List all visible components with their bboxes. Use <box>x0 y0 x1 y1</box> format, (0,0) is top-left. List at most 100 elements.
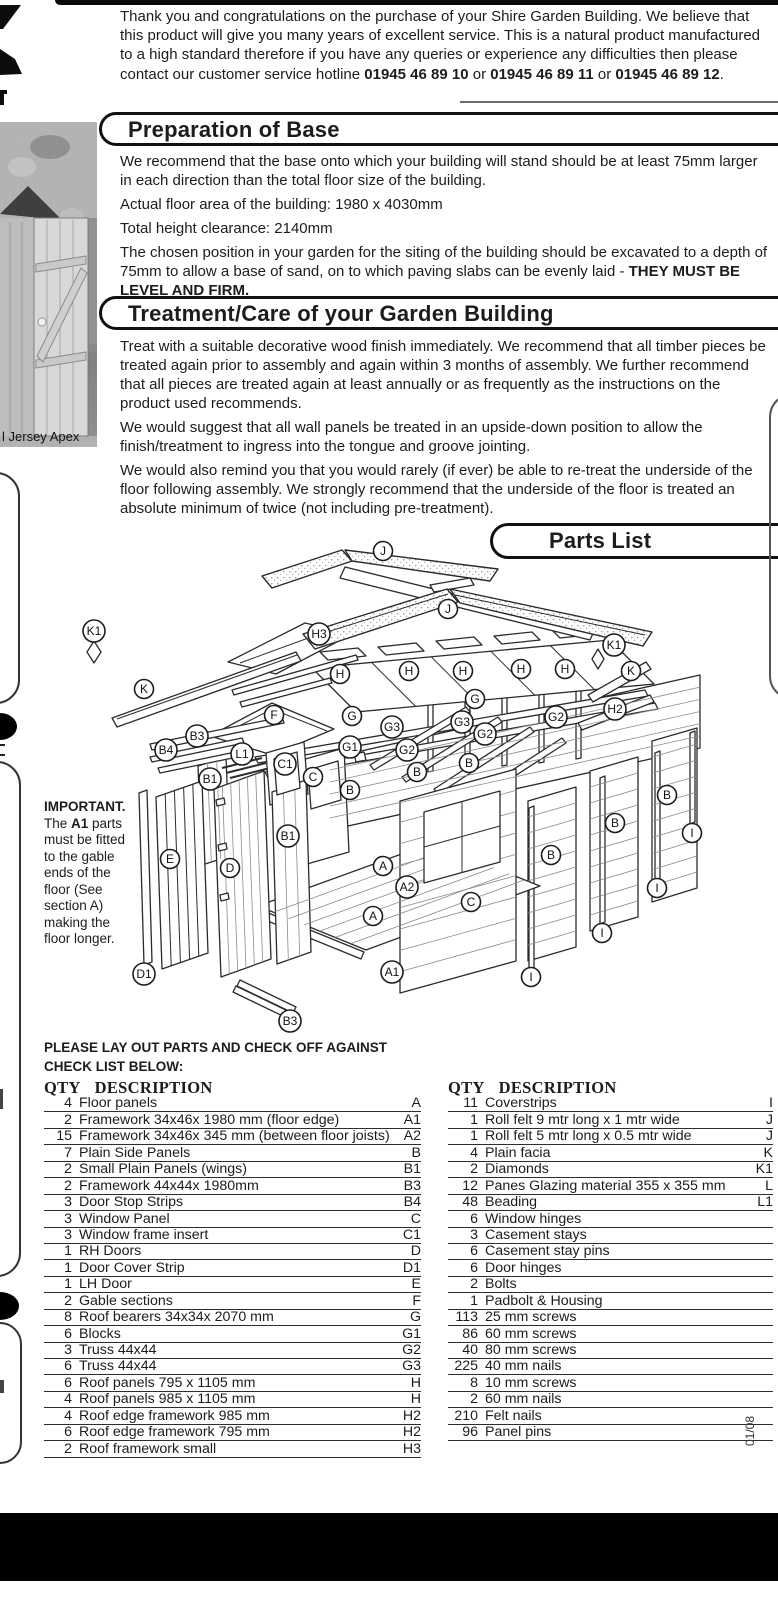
part-label-B1: B1 <box>276 824 300 848</box>
part-label-L1: L1 <box>230 742 254 766</box>
cell-desc: 60 mm nails <box>485 1392 562 1408</box>
cell-desc: Diamonds <box>485 1162 549 1178</box>
text-run: 01945 46 89 10 <box>364 65 469 83</box>
svg-text:L1: L1 <box>235 747 249 761</box>
cell-qty: 2 <box>470 1161 478 1178</box>
svg-text:C: C <box>467 895 476 909</box>
text-run: Actual floor area of the building: 1980 … <box>120 196 443 213</box>
part-label-I: I <box>520 966 542 988</box>
part-label-G: G <box>464 688 486 710</box>
part-label-A1: A1 <box>380 960 404 984</box>
parts-list-title: Parts List <box>549 528 652 553</box>
page-edge-bullet <box>0 713 17 740</box>
cell-qty: 7 <box>64 1144 72 1161</box>
cell-code: G <box>409 1309 421 1326</box>
part-label-E: E <box>159 848 181 870</box>
qty-header: QTY <box>448 1078 485 1097</box>
cell-desc: Casement stays <box>485 1227 587 1243</box>
cell-desc: 80 mm screws <box>485 1343 577 1358</box>
cell-code: D1 <box>402 1259 421 1276</box>
cell-qty: 6 <box>470 1259 478 1276</box>
part-label-H: H <box>510 658 532 680</box>
svg-text:I: I <box>600 926 603 940</box>
cell-qty: 2 <box>64 1292 72 1309</box>
text-run: floor longer. <box>44 931 115 946</box>
cell-desc: Panes Glazing material 355 x 355 mm <box>485 1178 726 1194</box>
cell-qty: 6 <box>64 1374 72 1391</box>
part-label-I: I <box>591 922 613 944</box>
cell-qty: 3 <box>64 1226 72 1243</box>
text-run: We recommend that the base onto which yo… <box>120 153 758 189</box>
shed-photo <box>0 122 97 447</box>
svg-text:B: B <box>611 816 619 830</box>
check-note-line2: CHECK LIST BELOW: <box>44 1059 184 1074</box>
part-label-H: H <box>398 660 420 682</box>
cell-desc: Roll felt 5 mtr long x 0.5 mtr wide <box>485 1129 692 1145</box>
text-run: . <box>719 65 724 83</box>
part-label-I: I <box>646 877 668 899</box>
cell-code: E <box>411 1276 421 1293</box>
cell-desc: Roll felt 9 mtr long x 1 mtr wide <box>485 1112 680 1128</box>
part-label-F: F <box>263 704 285 726</box>
cell-qty: 113 <box>455 1309 478 1326</box>
intro-paragraph: Thank you and congratulations on the pur… <box>120 7 762 84</box>
cell-desc: LH Door <box>79 1277 132 1293</box>
cell-qty: 40 <box>462 1342 478 1358</box>
text-run: Treat with a suitable decorative wood fi… <box>120 338 766 412</box>
svg-text:D: D <box>226 861 235 875</box>
cell-desc: Roof edge framework 985 mm <box>79 1408 270 1424</box>
photo-caption: l Jersey Apex <box>2 429 122 444</box>
cell-code: C1 <box>402 1226 421 1243</box>
svg-text:H: H <box>459 664 468 678</box>
part-label-D1: D1 <box>132 962 156 986</box>
text-run: or <box>468 65 491 83</box>
cell-qty: 2 <box>470 1276 478 1293</box>
part-label-H: H <box>329 663 351 685</box>
page-edge-text-fragment <box>0 1089 3 1109</box>
cell-qty: 1 <box>64 1243 72 1260</box>
page-edge-text-fragment <box>0 1380 4 1393</box>
cell-desc: Panel pins <box>485 1425 552 1441</box>
part-label-B: B <box>458 752 480 774</box>
svg-text:G3: G3 <box>384 720 400 734</box>
text-run: 01945 46 89 11 <box>490 65 594 83</box>
cell-qty: 4 <box>64 1095 72 1112</box>
cell-code: D <box>410 1243 421 1260</box>
scan-artifact-line <box>460 101 778 103</box>
page-edge-text-fragment <box>0 744 5 756</box>
cell-desc: Beading <box>485 1195 538 1211</box>
cell-qty: 225 <box>454 1358 478 1375</box>
svg-text:K1: K1 <box>87 624 102 638</box>
treatment-paragraphs: Treat with a suitable decorative wood fi… <box>120 337 772 523</box>
part-label-J: J <box>437 598 459 620</box>
cell-code: H <box>410 1391 421 1408</box>
parts-list-heading-box: Parts List <box>490 523 778 559</box>
part-label-D: D <box>219 857 241 879</box>
svg-text:G3: G3 <box>454 715 470 729</box>
text-run: parts <box>88 815 123 831</box>
svg-text:B3: B3 <box>190 729 205 743</box>
cell-qty: 15 <box>56 1128 72 1145</box>
part-label-B: B <box>656 784 678 806</box>
cell-desc: Framework 34x46x 1980 mm (floor edge) <box>79 1112 340 1128</box>
part-label-G2: G2 <box>473 722 497 746</box>
svg-text:K: K <box>140 682 148 696</box>
